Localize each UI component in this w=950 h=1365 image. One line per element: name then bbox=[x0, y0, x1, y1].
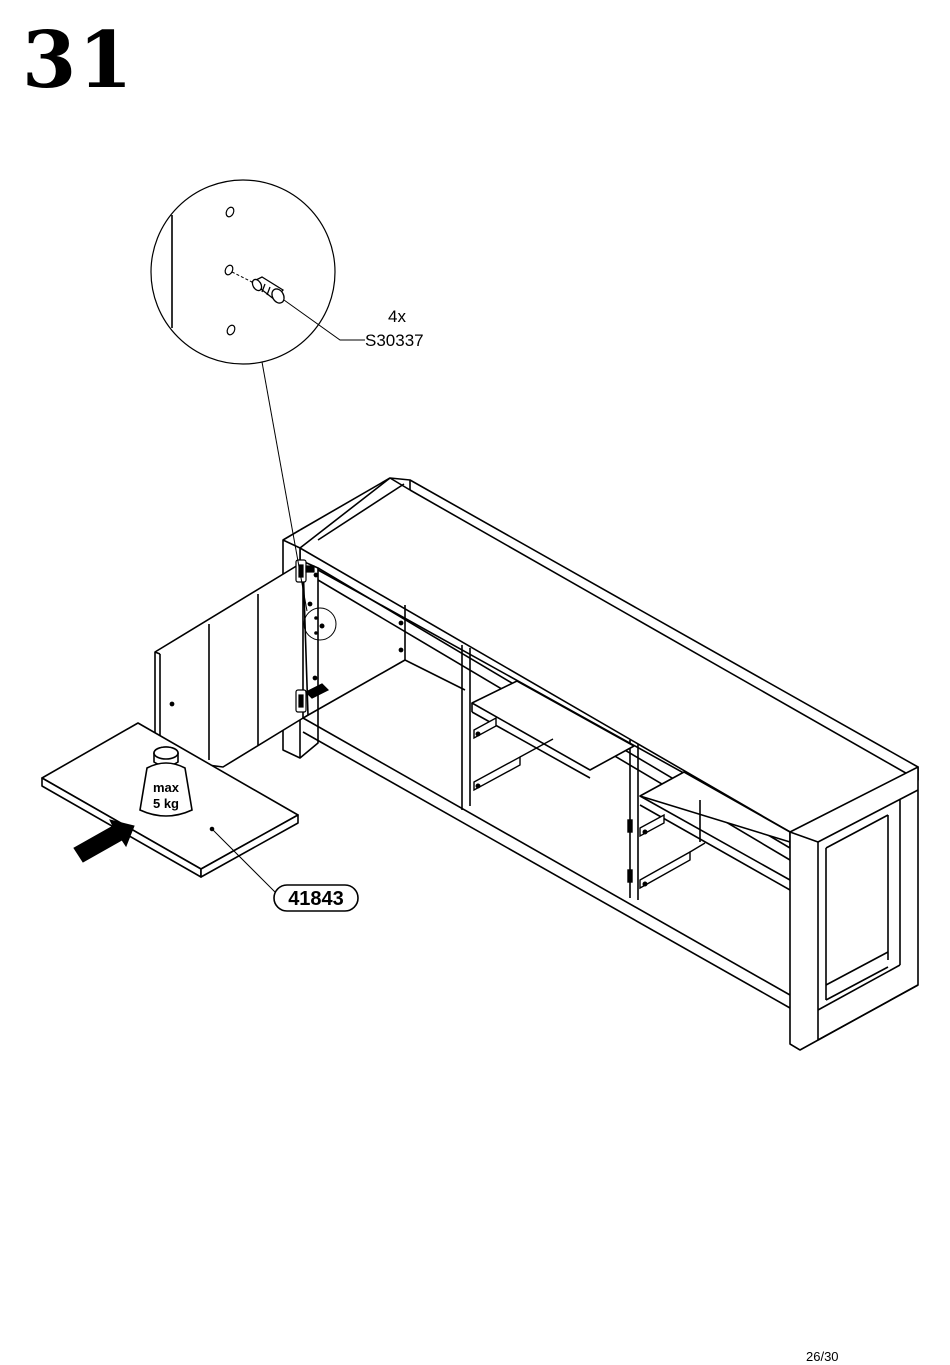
tv-cabinet bbox=[283, 478, 918, 1050]
weight-limit-line1: max bbox=[153, 780, 180, 795]
shelf-part-code: 41843 bbox=[288, 888, 344, 910]
part-leader-line bbox=[284, 300, 365, 340]
part-quantity: 4x bbox=[388, 307, 406, 326]
part-code: S30337 bbox=[365, 331, 424, 350]
weight-limit-line2: 5 kg bbox=[153, 796, 179, 811]
page-number: 26/30 bbox=[806, 1350, 839, 1363]
magnified-detail bbox=[151, 180, 335, 364]
insert-arrow-icon bbox=[74, 820, 134, 862]
shelf-pin-icon bbox=[251, 277, 287, 305]
